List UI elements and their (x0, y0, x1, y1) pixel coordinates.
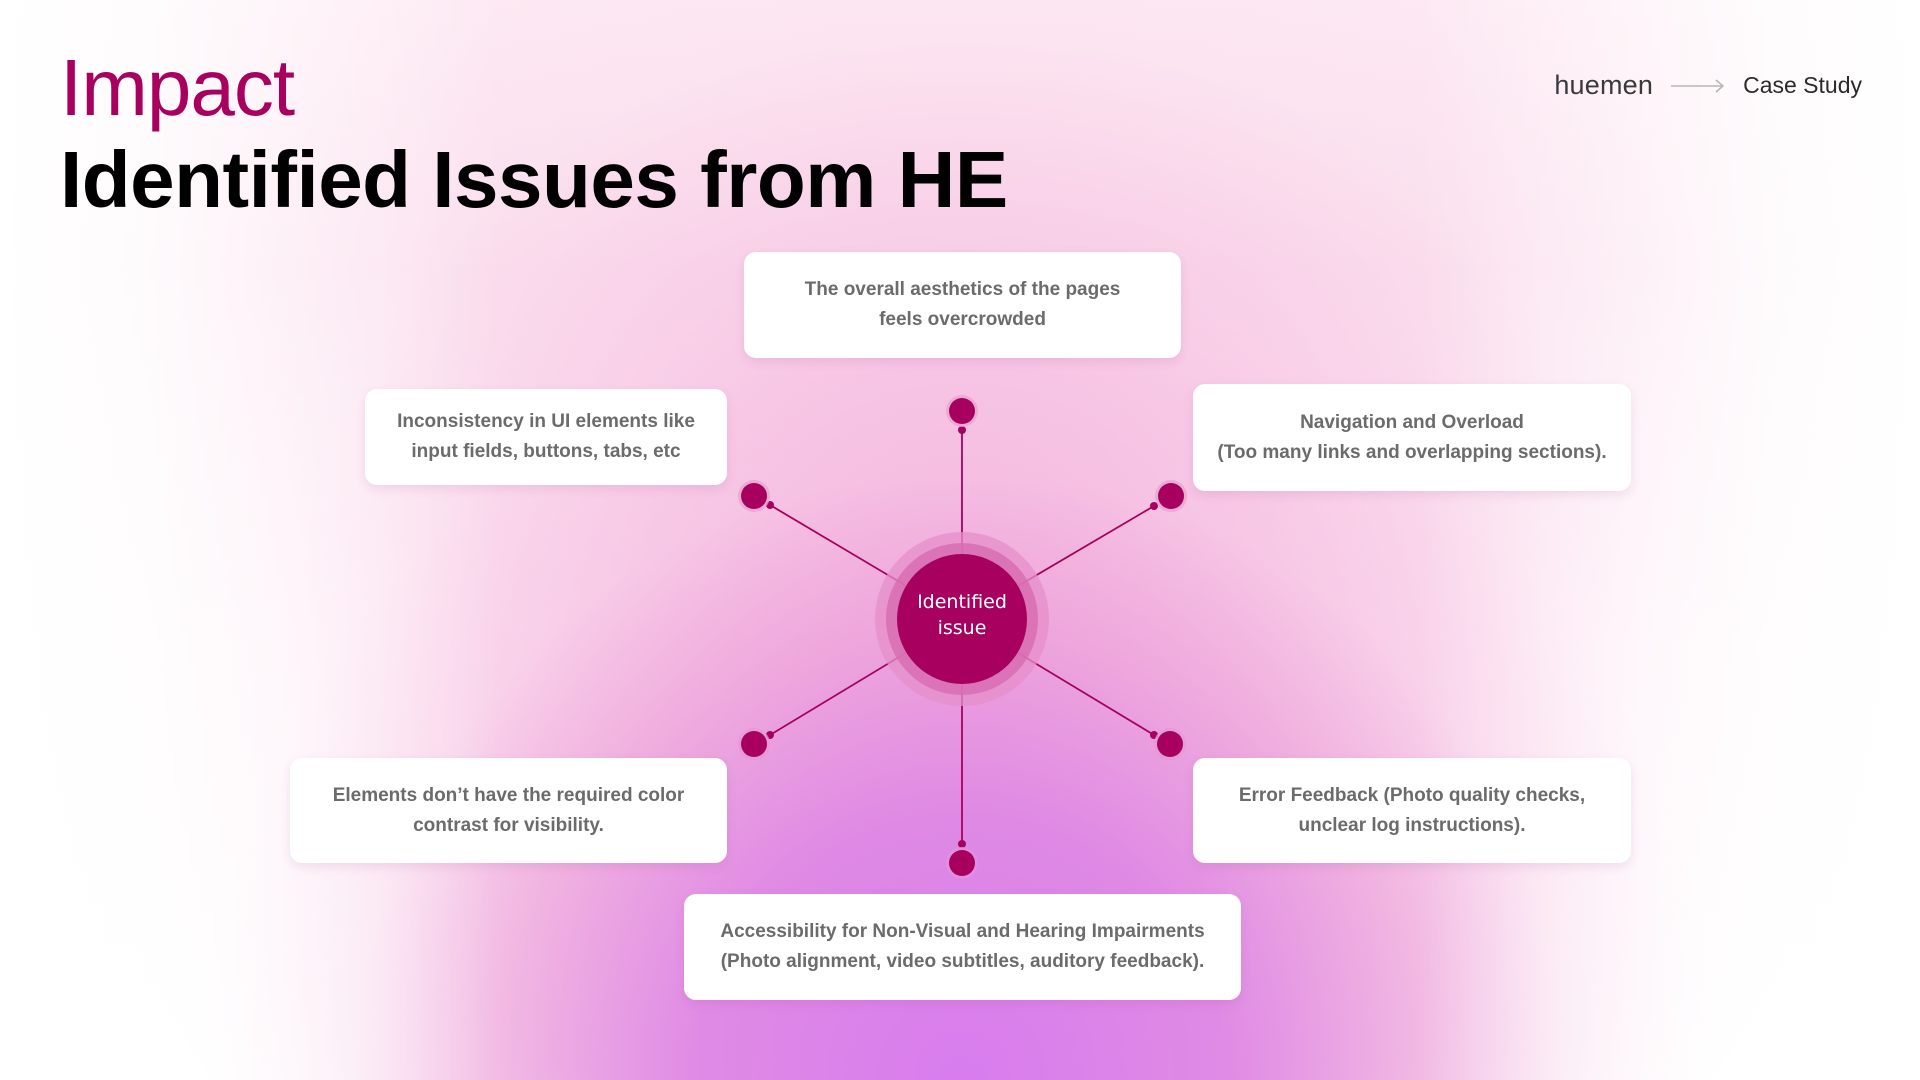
brand-logo[interactable]: huemen (1554, 70, 1654, 100)
issue-card-lower-left: Elements don’t have the required color c… (290, 758, 727, 863)
hub-circle (875, 532, 1049, 706)
issue-text-line2: (Photo alignment, video subtitles, audit… (720, 951, 1205, 972)
issue-card-upper-right: Navigation and Overload (Too many links … (1193, 384, 1631, 491)
breadcrumb-case-study[interactable]: Case Study (1743, 72, 1862, 98)
issue-text-line1: Error Feedback (Photo quality checks, (1238, 784, 1586, 806)
issue-text-line1: Accessibility for Non-Visual and Hearing… (720, 921, 1205, 942)
issue-text-line2: (Too many links and overlapping sections… (1217, 441, 1607, 463)
issue-text-line1: The overall aesthetics of the pages (804, 279, 1121, 300)
breadcrumb: huemen Case Study (1554, 70, 1862, 101)
section-kicker: Impact (60, 43, 295, 132)
issue-text-line1: Navigation and Overload (1300, 411, 1524, 433)
hub-label-line2: issue (937, 617, 987, 639)
issue-card-lower-right: Error Feedback (Photo quality checks, un… (1193, 758, 1631, 863)
issue-text-line2: contrast for visibility. (413, 814, 604, 836)
hub-label: Identified issue (882, 589, 1042, 641)
page-title: Identified Issues from HE (60, 135, 1008, 224)
issue-card-bottom: Accessibility for Non-Visual and Hearing… (684, 894, 1241, 1000)
hub-label-line1: Identified (917, 591, 1007, 613)
issue-card-upper-left: Inconsistency in UI elements like input … (365, 389, 727, 485)
issue-text-line2: unclear log instructions). (1298, 814, 1526, 836)
issue-text-line1: Elements don’t have the required color (332, 784, 685, 806)
issue-text-line2: feels overcrowded (879, 309, 1046, 330)
node-dots (738, 395, 1187, 879)
long-right-arrow-icon (1671, 78, 1725, 93)
issue-text-line2: input fields, buttons, tabs, etc (411, 441, 681, 462)
issue-card-top: The overall aesthetics of the pages feel… (744, 252, 1181, 358)
issue-text-line1: Inconsistency in UI elements like (397, 411, 695, 432)
